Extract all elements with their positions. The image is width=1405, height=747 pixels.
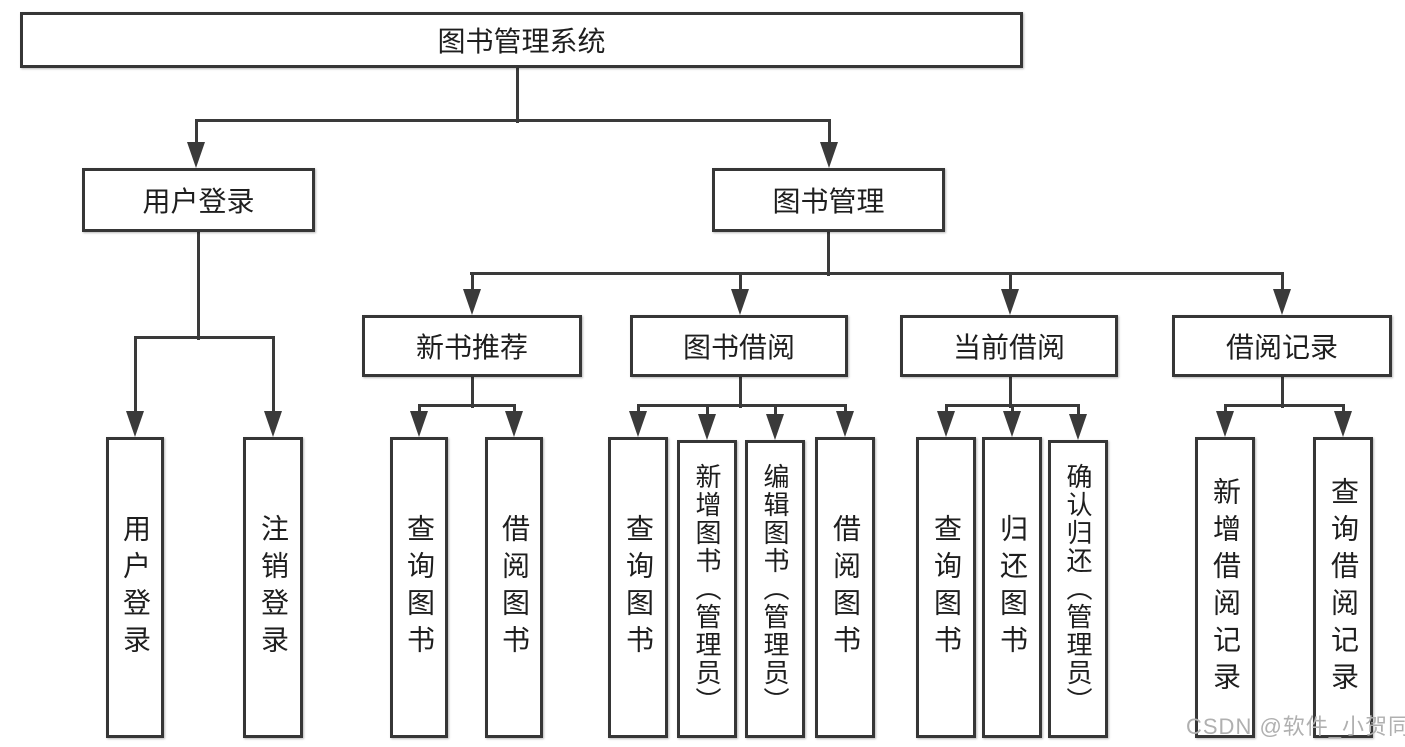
node-leaf-nbr-query-book: 查询图书 [390, 437, 448, 738]
csdn-watermark: CSDN @软件_小贺同学 [1186, 714, 1405, 739]
node-label: 借阅图书 [499, 513, 530, 662]
arrow-stem [827, 120, 831, 148]
arrow-stem [1280, 273, 1284, 295]
node-label: 编辑图书（管理员） [760, 463, 790, 715]
node-label: 用户登录 [142, 186, 255, 217]
node-label: 借阅图书 [830, 513, 861, 662]
node-leaf-bb-borrow-book: 借阅图书 [815, 437, 875, 738]
node-current-borrow: 当前借阅 [900, 315, 1118, 377]
arrow-stem [470, 273, 474, 295]
connector-vline [1280, 377, 1284, 408]
node-leaf-nbr-borrow-book: 借阅图书 [485, 437, 543, 738]
node-book-management: 图书管理 [712, 168, 945, 232]
node-label: 注销登录 [258, 513, 289, 662]
node-new-book-recommend: 新书推荐 [362, 315, 582, 377]
node-label: 借阅记录 [1225, 332, 1338, 363]
connector-vline [826, 232, 830, 276]
node-leaf-cb-query-book: 查询图书 [916, 437, 976, 738]
node-label: 当前借阅 [952, 332, 1065, 363]
node-leaf-logout: 注销登录 [243, 437, 303, 738]
arrowhead-down-icon [264, 411, 282, 437]
node-label: 新增图书（管理员） [692, 463, 722, 715]
node-label: 查询借阅记录 [1328, 476, 1359, 699]
node-label: 查询图书 [623, 513, 654, 662]
arrowhead-down-icon [698, 414, 716, 440]
arrowhead-down-icon [731, 289, 749, 315]
arrowhead-down-icon [1273, 289, 1291, 315]
node-root: 图书管理系统 [20, 12, 1023, 68]
node-leaf-br-query-record: 查询借阅记录 [1313, 437, 1373, 738]
connector-vline [738, 377, 742, 408]
connector-vline [196, 232, 200, 340]
connector-hline [470, 271, 1284, 275]
arrowhead-down-icon [937, 411, 955, 437]
arrowhead-down-icon [766, 414, 784, 440]
arrowhead-down-icon [1069, 414, 1087, 440]
connector-hline [1224, 403, 1345, 407]
connector-hline [418, 403, 516, 407]
connector-hline [134, 335, 275, 339]
arrow-stem [194, 120, 198, 148]
node-leaf-bb-edit-book-admin: 编辑图书（管理员） [745, 440, 805, 738]
node-leaf-bb-add-book-admin: 新增图书（管理员） [677, 440, 737, 738]
arrowhead-down-icon [1001, 289, 1019, 315]
node-label: 图书管理系统 [437, 26, 606, 57]
arrowhead-down-icon [187, 142, 205, 168]
node-leaf-user-login: 用户登录 [106, 437, 164, 738]
arrowhead-down-icon [836, 411, 854, 437]
node-label: 归还图书 [997, 513, 1028, 662]
connector-vline [470, 377, 474, 408]
arrowhead-down-icon [1334, 411, 1352, 437]
node-label: 用户登录 [120, 513, 151, 662]
connector-vline [1008, 377, 1012, 408]
node-leaf-bb-query-book: 查询图书 [608, 437, 668, 738]
connector-hline [637, 403, 847, 407]
connector-hline [195, 118, 831, 122]
node-borrow-record: 借阅记录 [1172, 315, 1392, 377]
arrowhead-down-icon [1003, 411, 1021, 437]
arrowhead-down-icon [629, 411, 647, 437]
node-label: 图书借阅 [682, 332, 795, 363]
node-label: 新书推荐 [415, 332, 528, 363]
arrow-stem [705, 405, 709, 420]
arrow-stem [133, 337, 137, 417]
arrowhead-down-icon [126, 411, 144, 437]
node-label: 查询图书 [931, 513, 962, 662]
connector-vline [515, 68, 519, 123]
arrow-stem [1008, 273, 1012, 295]
node-leaf-br-add-record: 新增借阅记录 [1195, 437, 1255, 738]
node-leaf-cb-return-book: 归还图书 [982, 437, 1042, 738]
arrow-stem [271, 337, 275, 417]
node-book-borrow: 图书借阅 [630, 315, 848, 377]
arrowhead-down-icon [410, 411, 428, 437]
arrowhead-down-icon [820, 142, 838, 168]
node-leaf-cb-confirm-return-admin: 确认归还（管理员） [1048, 440, 1108, 738]
node-label: 确认归还（管理员） [1063, 463, 1093, 715]
arrowhead-down-icon [1216, 411, 1234, 437]
node-label: 图书管理 [772, 186, 885, 217]
node-user-login: 用户登录 [82, 168, 315, 232]
node-label: 查询图书 [404, 513, 435, 662]
arrow-stem [773, 405, 777, 420]
arrowhead-down-icon [463, 289, 481, 315]
arrowhead-down-icon [505, 411, 523, 437]
arrow-stem [1076, 405, 1080, 420]
node-label: 新增借阅记录 [1210, 476, 1241, 699]
arrow-stem [738, 273, 742, 295]
